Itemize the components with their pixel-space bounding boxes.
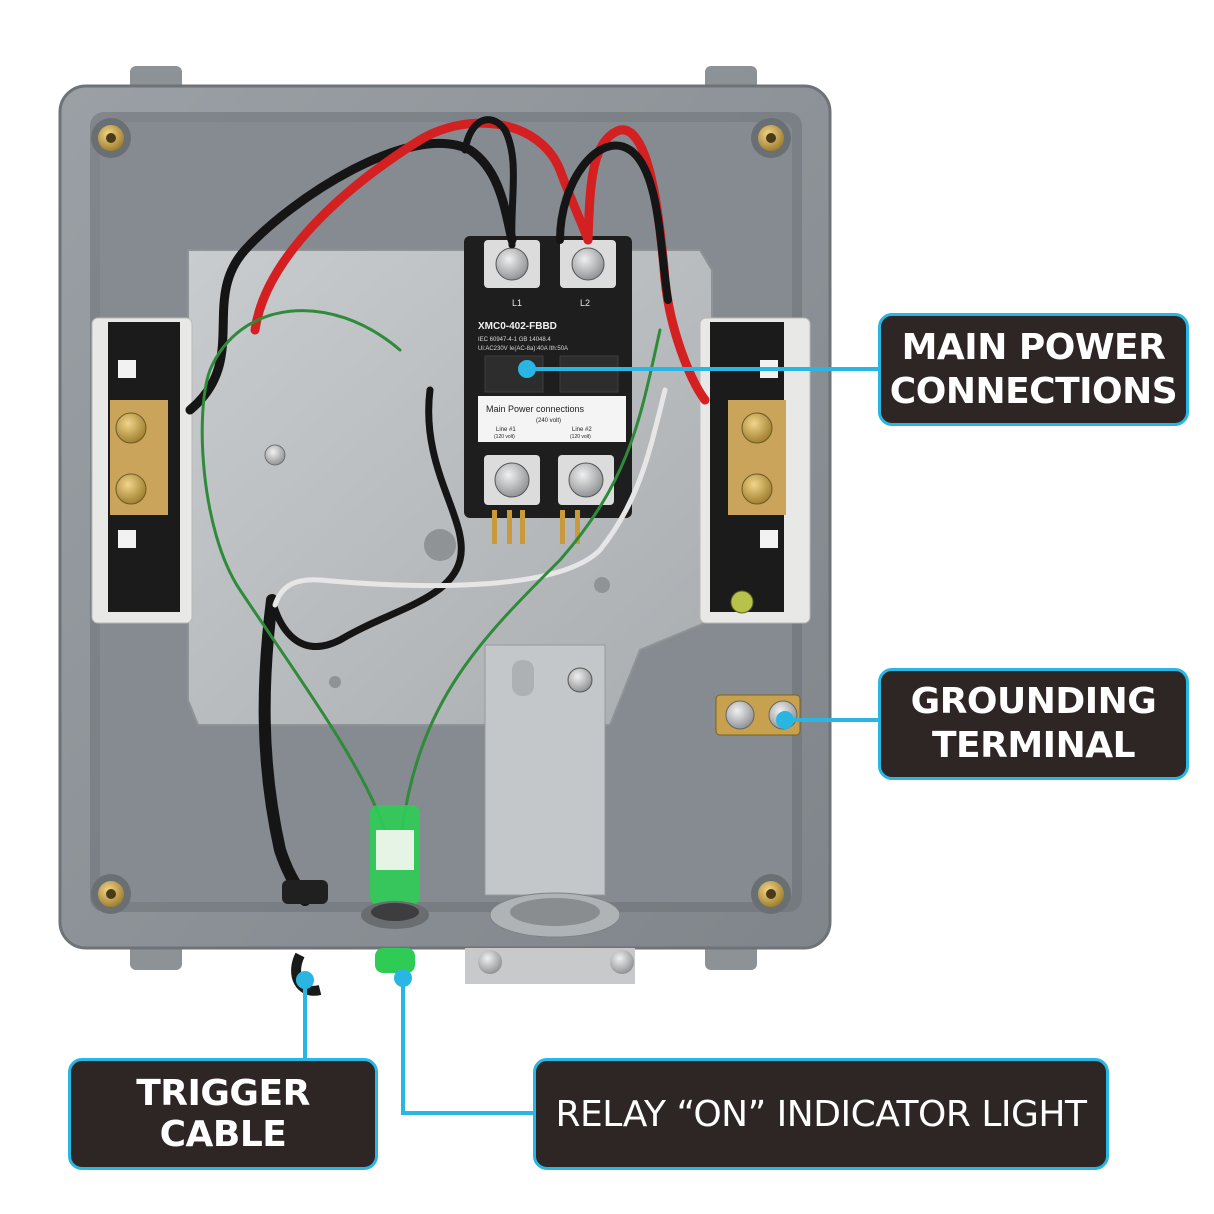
leader-lines xyxy=(296,360,878,1115)
grounding-line1: GROUNDING xyxy=(910,681,1157,722)
wiring xyxy=(185,116,710,906)
contactor-model-label: XMC0-402-FBBD xyxy=(478,321,557,332)
trigger-cable-label: TRIGGER CABLE xyxy=(136,1073,310,1155)
relay-indicator-callout: RELAY “ON” INDICATOR LIGHT xyxy=(533,1058,1109,1170)
terminal-l2-label: L2 xyxy=(580,298,590,308)
trigger-cable-callout: TRIGGER CABLE xyxy=(68,1058,378,1170)
contactor-spec-1: IEC 60947-4-1 GB 14048.4 xyxy=(478,337,551,343)
relay-indicator-label: RELAY “ON” INDICATOR LIGHT xyxy=(555,1093,1087,1135)
indicator-light xyxy=(361,805,429,973)
grounding-line2: TERMINAL xyxy=(931,725,1136,766)
grounding-terminal-callout: GROUNDING TERMINAL xyxy=(878,668,1189,780)
contactor: L1 L2 XMC0-402-FBBD IEC 60947-4-1 GB 140… xyxy=(464,236,632,544)
contactor-spec-2: Ui:AC230V Ie(AC-8a):40A Ith:50A xyxy=(478,346,568,352)
main-power-line1: MAIN POWER xyxy=(901,326,1166,368)
sticker-line2-sub: (120 volt) xyxy=(570,434,591,440)
corner-inserts xyxy=(91,118,791,914)
sticker-line1-sub: (120 volt) xyxy=(494,434,515,440)
conduit-bracket xyxy=(465,644,635,984)
terminal-l1-label: L1 xyxy=(512,298,522,308)
sticker-line2: Line #2 xyxy=(572,427,592,433)
left-terminal-block xyxy=(91,317,193,624)
sticker-title: Main Power connections xyxy=(486,404,585,414)
sticker-line1: Line #1 xyxy=(496,427,516,433)
main-power-callout: MAIN POWER CONNECTIONS xyxy=(878,313,1189,426)
sticker-volts: (240 volt) xyxy=(536,418,561,424)
main-power-line2: CONNECTIONS xyxy=(889,370,1178,412)
right-terminal-block xyxy=(699,317,811,624)
